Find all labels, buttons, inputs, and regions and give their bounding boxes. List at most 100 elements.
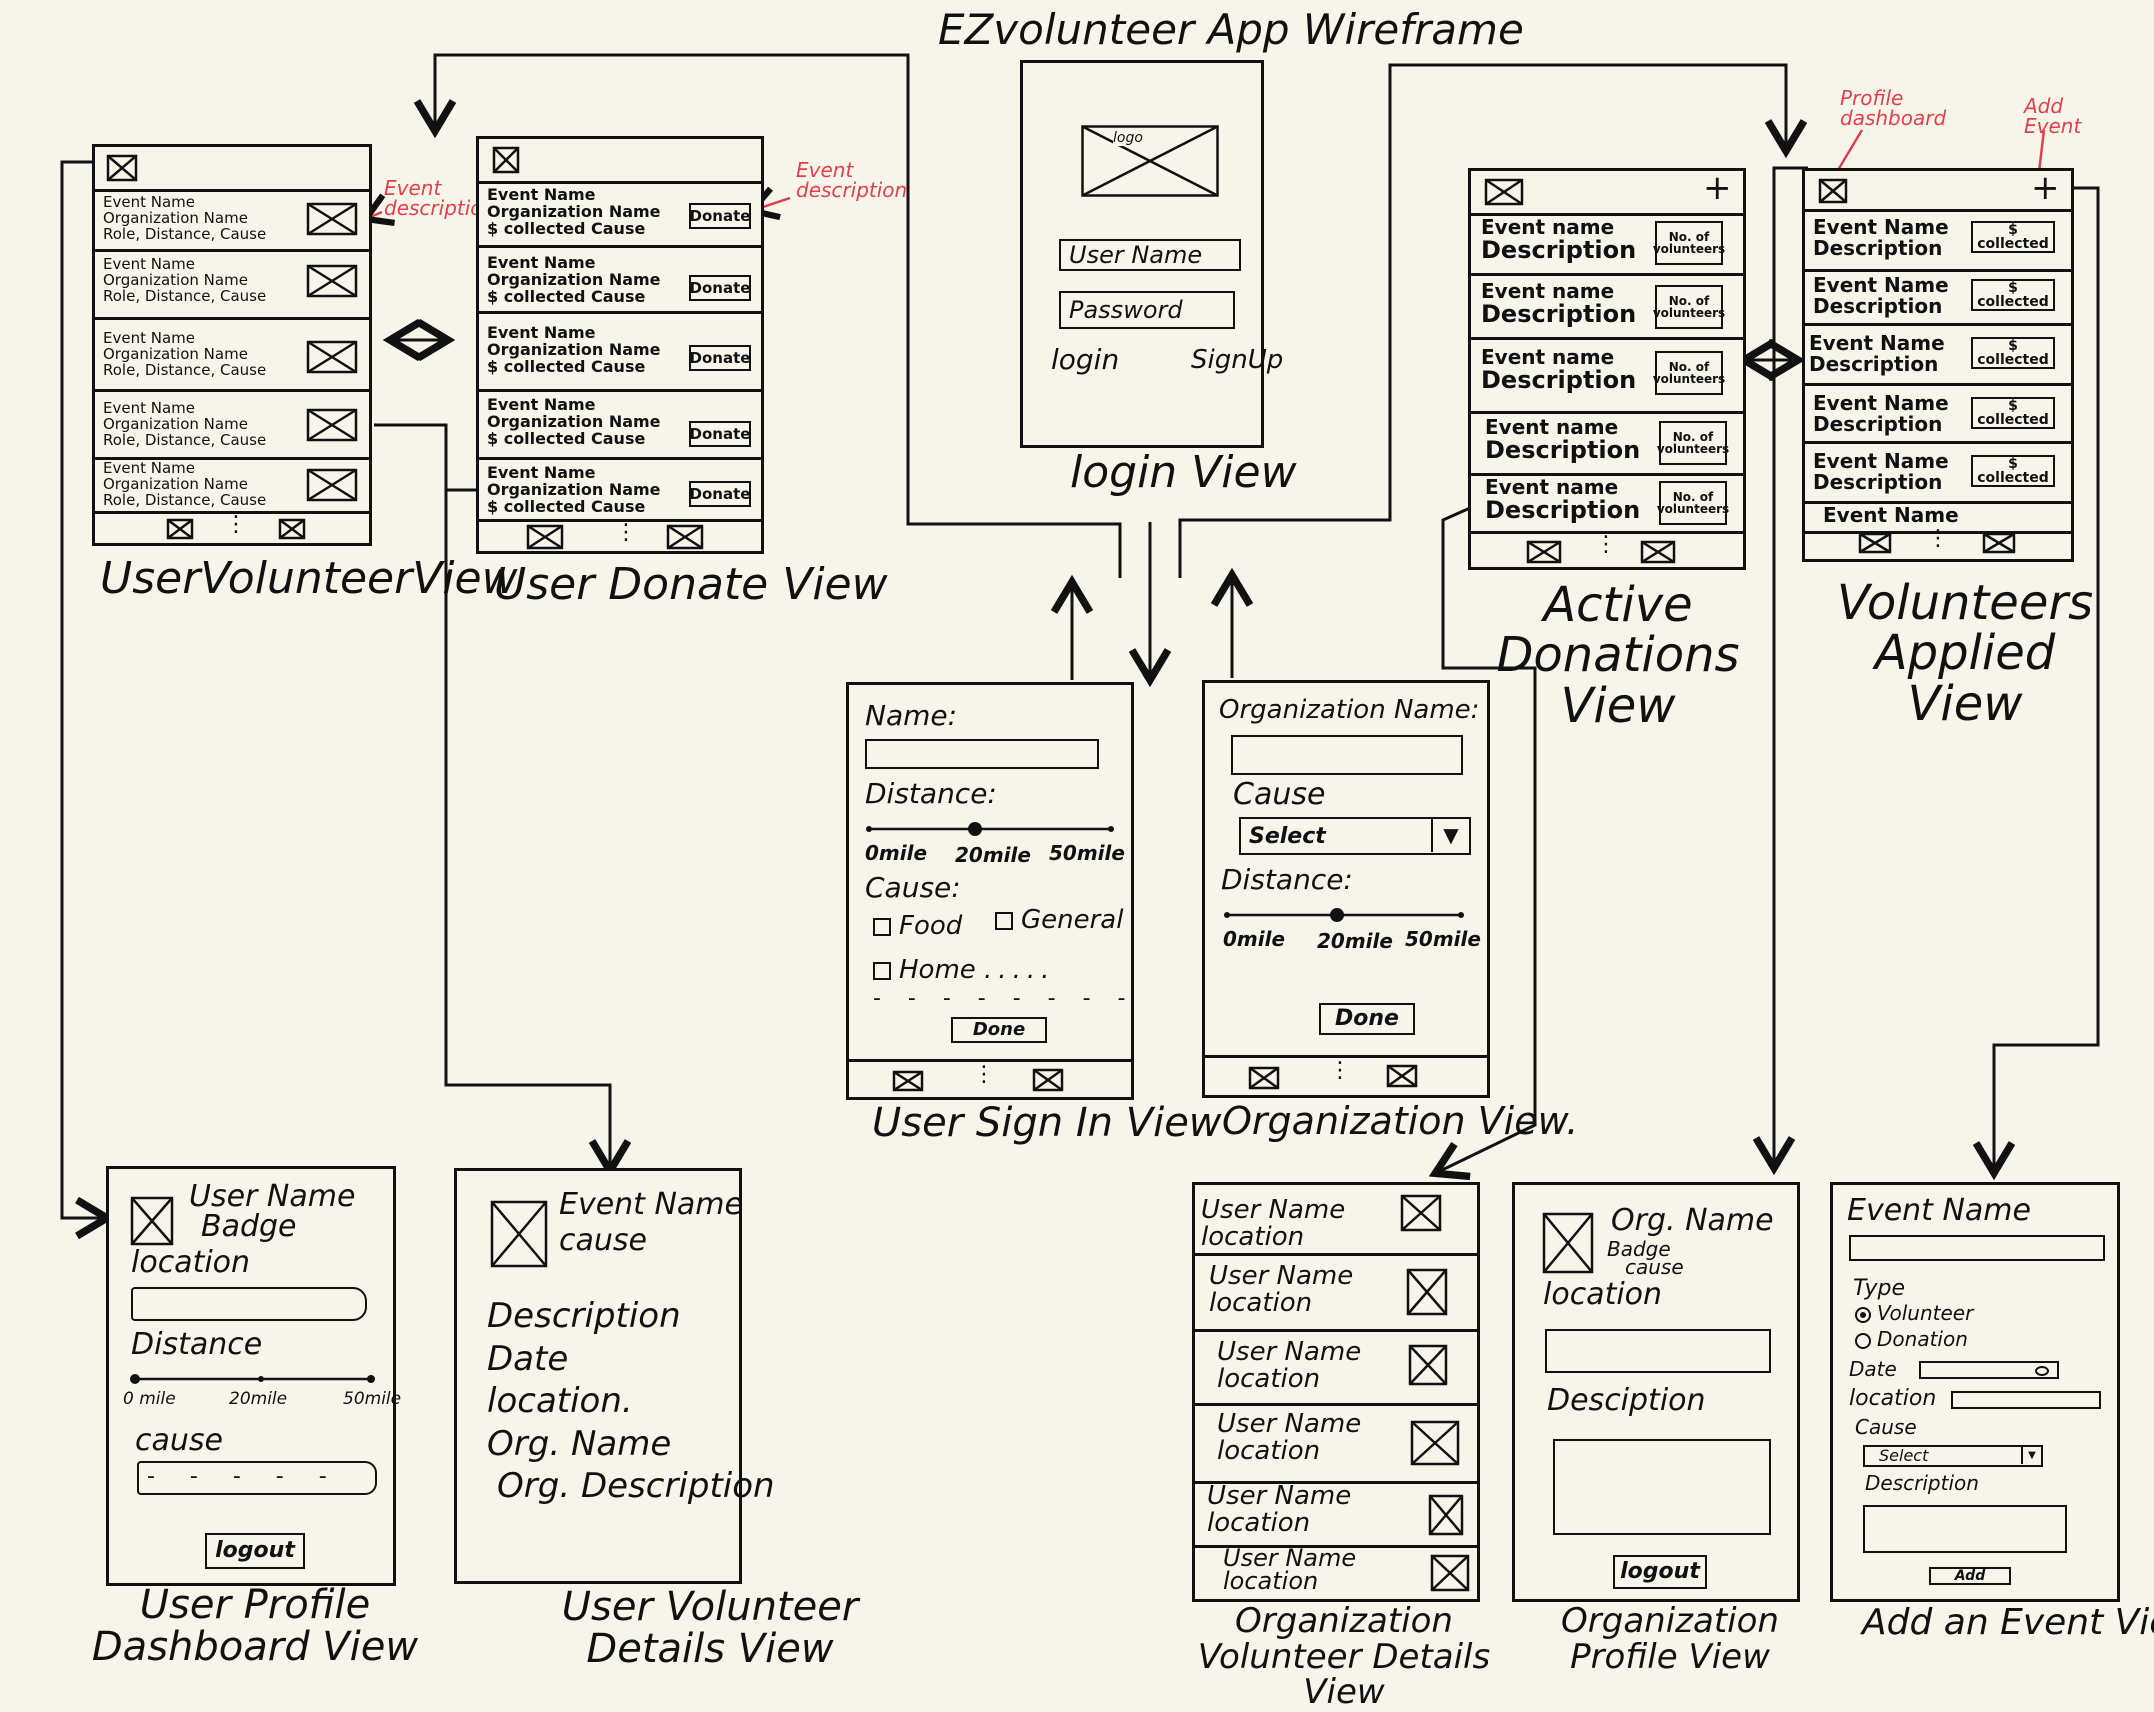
checkbox-general[interactable]: General (995, 906, 1123, 934)
nav-tab-icon[interactable] (278, 518, 306, 540)
annotation-profile-dashboard: Profile dashboard (1840, 86, 1947, 130)
cause-select[interactable]: Select ▼ (1863, 1445, 2043, 1467)
radio-donation[interactable]: Donation (1855, 1329, 1968, 1350)
nav-tab-icon[interactable] (666, 524, 704, 550)
annotation-event-description: Event description (796, 158, 908, 202)
cause-select[interactable]: Select ▼ (1239, 817, 1471, 855)
nav-tab-icon[interactable] (1526, 540, 1562, 564)
donate-button[interactable]: Donate (689, 481, 751, 507)
location-field[interactable] (1545, 1329, 1771, 1373)
donate-button[interactable]: Donate (689, 345, 751, 371)
nav-tab-icon[interactable] (1858, 532, 1892, 554)
org-avatar-placeholder-icon (1542, 1212, 1594, 1274)
field-placeholder: - - - - - (147, 1464, 341, 1489)
nav-tab-icon[interactable] (526, 524, 564, 550)
image-placeholder-icon (306, 408, 358, 442)
caption-user-profile-dashboard: User Profile Dashboard View (91, 1582, 419, 1670)
location-field[interactable] (131, 1287, 367, 1321)
description-label: Description (1865, 1471, 1979, 1495)
checkbox-home[interactable]: Home ..... (873, 956, 1055, 984)
nav-tab-icon[interactable] (1386, 1064, 1418, 1088)
distance-slider[interactable] (130, 1369, 375, 1389)
nav-tab-icon[interactable] (1248, 1066, 1280, 1090)
name-field[interactable] (865, 739, 1099, 769)
password-field[interactable]: Password (1059, 291, 1235, 329)
detail-date: Date (487, 1338, 569, 1379)
checkbox-food[interactable]: Food (873, 912, 962, 940)
details-list: Description Date location. Org. Name Org… (487, 1295, 775, 1508)
slider-tick: 0 mile (123, 1389, 176, 1409)
donate-button[interactable]: Donate (689, 421, 751, 447)
donate-button[interactable]: Donate (689, 203, 751, 229)
add-event-icon[interactable]: + (2031, 168, 2060, 208)
diagram-title: EZvolunteer App Wireframe (938, 5, 1524, 54)
add-button[interactable]: Add (1929, 1567, 2011, 1585)
distance-slider[interactable] (866, 819, 1115, 839)
date-field[interactable] (1919, 1361, 2059, 1379)
nav-divider: ⋮ (973, 1062, 995, 1087)
signup-link[interactable]: SignUp (1191, 345, 1284, 375)
image-placeholder-icon (306, 264, 358, 298)
add-icon[interactable]: + (1703, 168, 1732, 208)
done-button[interactable]: Done (951, 1017, 1047, 1043)
cause-label: Cause: (865, 871, 961, 904)
user-profile-dashboard-frame: User Name Badge location Distance 0 mile… (106, 1166, 401, 1586)
avatar-placeholder-icon (1430, 1554, 1470, 1592)
done-button[interactable]: Done (1319, 1003, 1415, 1035)
nav-tab-icon[interactable] (1640, 540, 1676, 564)
caption-login-view: login View (1070, 447, 1297, 498)
location-field[interactable] (1951, 1391, 2101, 1409)
connector-lines (60, 53, 2100, 1668)
distance-slider[interactable] (1224, 905, 1465, 925)
volunteer-count-badge: No. of volunteers (1653, 285, 1725, 329)
organization-view-frame: Organization Name: Cause Select ▼ Distan… (1202, 680, 1490, 1098)
slider-tick: 50mile (1405, 927, 1481, 951)
radio-volunteer[interactable]: Volunteer (1855, 1303, 1973, 1324)
description-field[interactable] (1553, 1439, 1771, 1535)
profile-dashboard-icon[interactable] (1818, 178, 1848, 204)
nav-tab-icon[interactable] (1982, 532, 2016, 554)
add-event-view-frame: Event Name Type Volunteer Donation Date … (1830, 1182, 2120, 1602)
logout-button[interactable]: logout (1613, 1555, 1707, 1589)
nav-tab-icon[interactable] (166, 518, 194, 540)
donate-button[interactable]: Donate (689, 275, 751, 301)
nav-tab-icon[interactable] (1032, 1068, 1064, 1092)
org-name-field[interactable] (1231, 735, 1463, 775)
nav-tab-icon[interactable] (892, 1070, 924, 1092)
description-field[interactable] (1863, 1505, 2067, 1553)
location-label: location (131, 1245, 251, 1280)
slider-tick: 50mile (343, 1389, 402, 1409)
event-name-field[interactable] (1849, 1235, 2105, 1261)
login-link[interactable]: login (1051, 343, 1120, 376)
logout-button[interactable]: logout (205, 1533, 305, 1569)
cause-field[interactable]: - - - - - (137, 1461, 377, 1495)
detail-location: location. (487, 1381, 633, 1421)
username-field[interactable]: User Name (1059, 239, 1241, 271)
